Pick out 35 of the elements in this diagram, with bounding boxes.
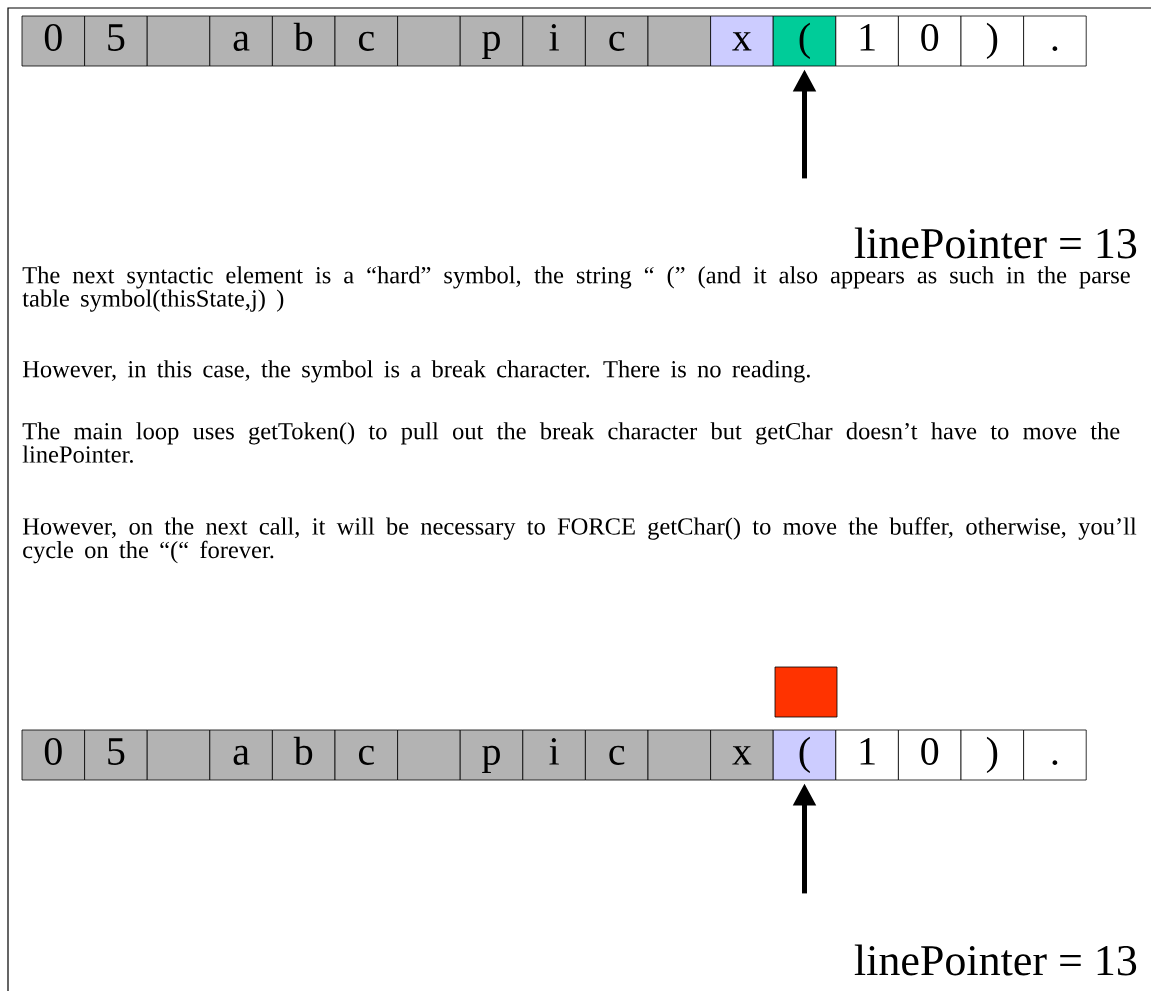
- pointer-label: linePointer = 13: [854, 944, 1137, 976]
- character-cell: b: [272, 729, 336, 781]
- character-cell: c: [334, 15, 398, 67]
- character-cell: .: [1023, 729, 1087, 781]
- character-cell: b: [272, 15, 336, 67]
- character-cell: 0: [21, 729, 85, 781]
- character-cell: .: [1023, 15, 1087, 67]
- pointer-label: linePointer = 13: [854, 227, 1137, 259]
- character-cell: c: [334, 729, 398, 781]
- character-cell: 5: [84, 729, 148, 781]
- character-cell: x: [710, 15, 774, 67]
- character-cell: i: [522, 15, 586, 67]
- character-cell: ): [960, 15, 1024, 67]
- character-cell: 0: [21, 15, 85, 67]
- character-cell: i: [522, 729, 586, 781]
- character-cell: c: [585, 15, 649, 67]
- paragraph: However, in this case, the symbol is a break character. There is no reading.: [22, 360, 810, 383]
- character-cell: 1: [835, 729, 899, 781]
- character-cell: 0: [898, 729, 962, 781]
- character-cell: p: [459, 729, 524, 781]
- character-cell: (: [772, 15, 837, 67]
- character-cell: ): [960, 729, 1024, 781]
- character-cell: 1: [835, 15, 899, 67]
- character-cell: c: [585, 729, 649, 781]
- character-cell: a: [209, 15, 273, 67]
- character-cell: (: [772, 729, 837, 781]
- character-cell: 5: [84, 15, 148, 67]
- paragraph: The main loop uses getToken() to pull out the break character but getChar doesn’t have to move the linePointer.: [22, 422, 1120, 463]
- character-cell: a: [209, 729, 273, 781]
- marker-box: [774, 666, 838, 718]
- character-cell: p: [459, 15, 524, 67]
- paragraph: However, on the next call, it will be necessary to FORCE getChar() to move the buffer, otherwise, you’ll cycle on the “(“ forever.: [22, 517, 1137, 564]
- character-cell: x: [710, 729, 774, 781]
- paragraph: The next syntactic element is a “hard” symbol, the string “ (” (and it also appears as such in the parse table symbol(thisState,j) ): [22, 266, 1130, 312]
- character-cell: 0: [898, 15, 962, 67]
